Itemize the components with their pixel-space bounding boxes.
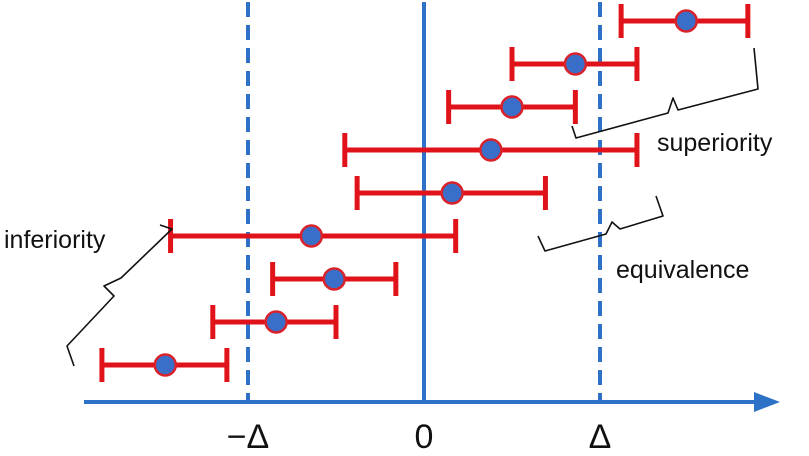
- point-estimate: [479, 138, 503, 162]
- x-axis-arrowhead: [754, 392, 780, 412]
- superiority-brace: [571, 47, 759, 139]
- interval-row: [446, 90, 578, 124]
- point-estimate: [674, 9, 698, 33]
- equivalence-brace: [537, 195, 664, 252]
- point-estimate: [299, 224, 324, 248]
- x-axis-tick-labels: −Δ 0 Δ: [227, 418, 612, 456]
- interval-row: [99, 348, 230, 382]
- interval-row: [270, 262, 399, 296]
- interval-row: [168, 219, 459, 253]
- reference-lines: [246, 2, 602, 402]
- interval-row: [509, 47, 640, 81]
- superiority-label: superiority: [657, 129, 773, 157]
- inferiority-brace: [66, 224, 173, 367]
- point-estimate: [440, 181, 464, 205]
- inferiority-label: inferiority: [4, 226, 106, 254]
- equivalence-label: equivalence: [616, 256, 749, 284]
- tick-label: Δ: [589, 418, 612, 456]
- tick-label: −Δ: [227, 418, 270, 456]
- interval-row: [210, 305, 339, 339]
- interval-row: [618, 4, 751, 38]
- point-estimate: [322, 267, 346, 291]
- point-estimate: [264, 310, 288, 334]
- point-estimate: [500, 95, 524, 119]
- tick-label: 0: [415, 418, 434, 456]
- interval-row: [342, 133, 640, 167]
- x-axis: [84, 392, 780, 412]
- point-estimate: [153, 353, 178, 377]
- confidence-intervals: [99, 4, 751, 382]
- point-estimate: [563, 52, 588, 76]
- region-braces: [66, 47, 759, 367]
- interval-row: [354, 176, 548, 210]
